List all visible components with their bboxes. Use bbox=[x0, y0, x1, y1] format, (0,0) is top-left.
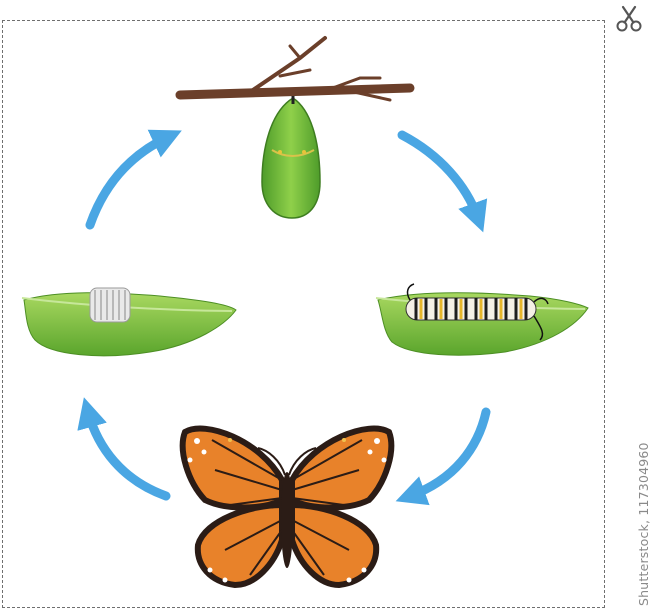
caterpillar-on-leaf bbox=[375, 283, 589, 356]
caterpillar bbox=[405, 283, 549, 341]
arrow-icon bbox=[77, 397, 171, 501]
egg-cluster bbox=[89, 287, 131, 323]
arrow-icon bbox=[85, 129, 182, 230]
arrow-icon bbox=[395, 407, 491, 506]
branch bbox=[175, 36, 415, 102]
scissors-icon bbox=[616, 5, 642, 32]
chrysalis bbox=[261, 97, 321, 219]
butterfly-body bbox=[281, 472, 293, 568]
eggs-on-leaf bbox=[21, 287, 237, 357]
dashed-cut-border bbox=[2, 20, 605, 608]
arrow-icon bbox=[397, 130, 488, 233]
chrysalis-stage bbox=[175, 36, 415, 219]
cycle-arrows bbox=[77, 129, 491, 506]
butterfly bbox=[179, 425, 395, 589]
